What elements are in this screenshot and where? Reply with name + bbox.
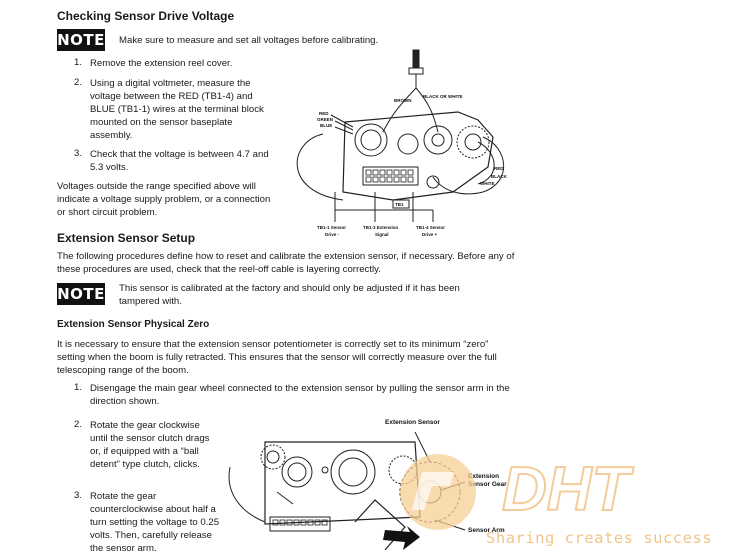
label-white: WHITE [480, 181, 495, 186]
section-title-extension-setup: Extension Sensor Setup [57, 231, 196, 245]
step-number: 2. [74, 419, 83, 430]
step-number: 3. [74, 490, 83, 501]
step-text: Rotate the gear counterclockwise about h… [90, 491, 220, 554]
step-text: Check that the voltage is between 4.7 an… [90, 149, 269, 173]
step-text: Using a digital voltmeter, measure the v… [90, 78, 264, 141]
watermark-tagline: Sharing creates success [486, 529, 713, 547]
label-brown: BROWN [394, 98, 412, 103]
step-number: 1. [74, 382, 83, 393]
step-text: Rotate the gear clockwise until the sens… [90, 420, 210, 470]
label-extension-sensor-gear-line1: Extension [468, 473, 499, 480]
note-badge: NOTE [57, 283, 105, 305]
label-tb1: TB1 [395, 202, 404, 207]
pull-direction-arrow-icon [383, 526, 420, 550]
label-extension-sensor-gear-line2: Sensor Gear [468, 481, 507, 488]
label-tb1-1-line1: TB1-1 Sensor [317, 225, 346, 230]
label-green: GREEN [317, 117, 333, 122]
step-number: 2. [74, 77, 83, 88]
step-number: 3. [74, 148, 83, 159]
label-blue: BLUE [320, 123, 332, 128]
label-tb1-3-line1: TB1-3 Extension [363, 225, 399, 230]
step-text: Disengage the main gear wheel connected … [90, 383, 510, 407]
watermark-logo-text: DHT [502, 455, 635, 524]
label-black-or-white: BLACK OR WHITE [423, 94, 463, 99]
setup-intro-paragraph: The following procedures define how to r… [57, 251, 515, 275]
voltage-range-paragraph: Voltages outside the range specified abo… [57, 181, 271, 218]
section-title-physical-zero: Extension Sensor Physical Zero [57, 319, 210, 330]
step-text: Remove the extension reel cover. [90, 58, 233, 69]
label-tb1-1-line2: Drive - [325, 232, 340, 237]
note-text: This sensor is calibrated at the factory… [119, 283, 460, 307]
physical-zero-intro: It is necessary to ensure that the exten… [57, 339, 497, 376]
label-tb1-4-line2: Drive + [422, 232, 438, 237]
note-badge: NOTE [57, 29, 105, 51]
dht-watermark-logo: DHT [400, 454, 636, 530]
label-red: RED [319, 111, 329, 116]
note-text: Make sure to measure and set all voltage… [119, 35, 379, 46]
label-tb1-4-line1: TB1-4 Sensor [416, 225, 445, 230]
label-black: BLACK [491, 174, 507, 179]
label-red-2: RED [494, 166, 504, 171]
label-extension-sensor: Extension Sensor [385, 419, 440, 426]
sensor-baseplate-wiring-diagram: RED GREEN BLUE BROWN BLACK OR WHITE RED … [296, 49, 507, 237]
label-sensor-arm: Sensor Arm [468, 527, 505, 534]
step-number: 1. [74, 57, 83, 68]
section-title-checking-voltage: Checking Sensor Drive Voltage [57, 9, 235, 23]
label-tb1-3-line2: Signal [375, 232, 389, 237]
